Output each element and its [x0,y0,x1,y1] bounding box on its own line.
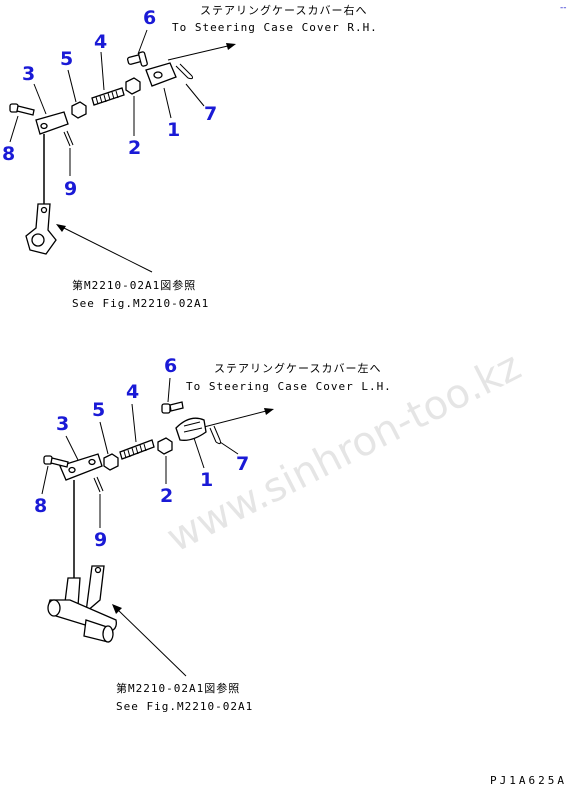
top-nut-2 [125,77,141,95]
watermark: www.sinhron-too.kz [160,343,529,561]
bottom-callout-2: 2 [160,485,173,507]
top-rod-4 [91,87,125,106]
top-pin-9 [63,130,74,147]
top-callout-2: 2 [128,137,141,159]
top-callout-9: 9 [64,178,77,200]
bottom-callout-jp: ステアリングケースカバー左へ [214,361,381,375]
top-callout-jp: ステアリングケースカバー右へ [200,3,367,17]
bottom-bolt-6 [161,401,184,414]
bottom-reference-en: See Fig.M2210-02A1 [116,700,253,713]
top-callout-3: 3 [22,63,35,85]
top-reference-en: See Fig.M2210-02A1 [72,297,209,310]
bottom-bolt-8 [43,455,69,468]
top-reference-jp: 第M2210-02A1図参照 [72,278,196,292]
bottom-callout-3: 3 [56,413,69,435]
top-callout-en: To Steering Case Cover R.H. [172,21,378,34]
bottom-callout-5: 5 [92,399,105,421]
top-clevis-1 [145,62,177,87]
bottom-reference-jp: 第M2210-02A1図参照 [116,681,240,695]
top-link-3 [35,111,69,135]
top-callout-6: 6 [143,7,156,29]
bottom-lever-bracket [47,565,117,643]
bottom-rod-4 [119,439,155,460]
bottom-callout-en: To Steering Case Cover L.H. [186,380,392,393]
top-callout-7: 7 [204,103,217,125]
bottom-nut-2 [157,437,173,455]
bottom-callout-6: 6 [164,355,177,377]
top-assembly: ステアリングケースカバー右へ To Steering Case Cover R.… [2,3,378,310]
top-pin-7 [175,63,193,80]
bottom-assembly: ステアリングケースカバー左へ To Steering Case Cover L.… [34,355,392,713]
bottom-callout-7: 7 [236,453,249,475]
bottom-pin-9 [93,476,104,493]
top-callout-4: 4 [94,31,107,53]
top-bolt-8 [9,103,35,116]
bottom-pin-7 [209,425,221,445]
top-nut-5 [71,101,87,119]
figure-code: PJ1A625A [490,774,567,787]
bottom-callout-8: 8 [34,495,47,517]
bottom-clevis-1 [175,417,207,441]
bottom-link-3 [59,453,103,481]
top-callout-1: 1 [167,119,180,141]
top-lever-arm [25,203,57,255]
top-bolt-6 [127,51,148,67]
bottom-nut-5 [103,453,119,471]
corner-mark: -- [560,3,567,13]
bottom-callout-4: 4 [126,381,139,403]
bottom-callout-9: 9 [94,529,107,551]
top-callout-8: 8 [2,143,15,165]
bottom-callout-1: 1 [200,469,213,491]
top-callout-5: 5 [60,48,73,70]
